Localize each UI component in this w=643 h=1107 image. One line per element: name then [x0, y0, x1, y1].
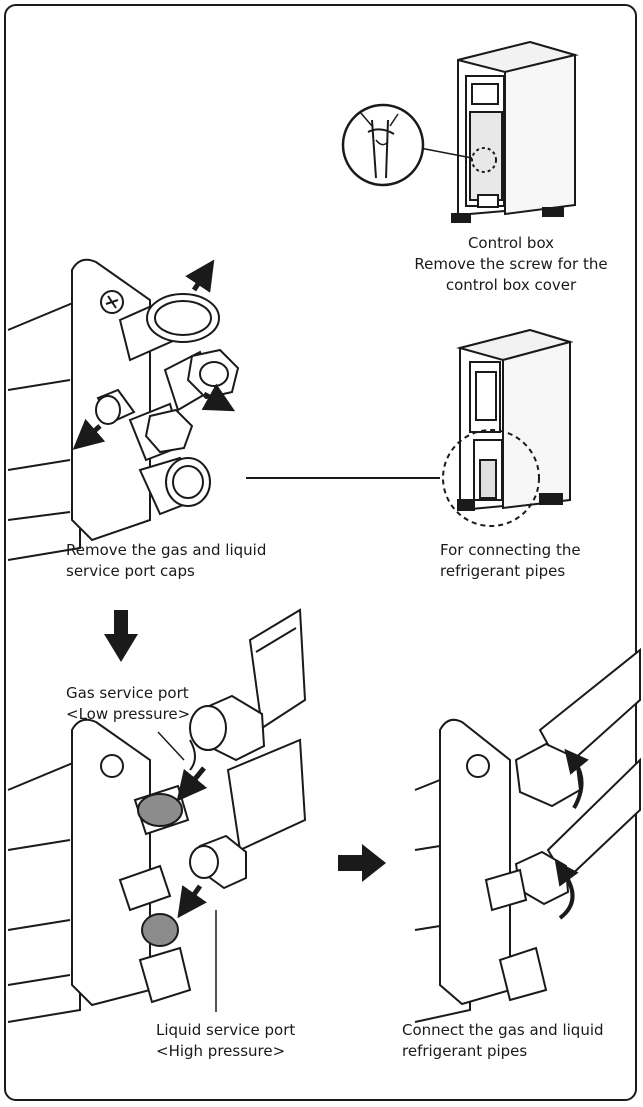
cap-removal-arrows — [72, 259, 236, 450]
caption-connecting-line2: refrigerant pipes — [440, 562, 566, 580]
caption-connecting-line1: For connecting the — [440, 541, 581, 559]
screwdriver-zoom-circle — [341, 103, 425, 187]
caption-liquid-port-line2: <High pressure> — [156, 1042, 286, 1060]
caption-remove-caps: Remove the gas and liquid service port c… — [66, 540, 266, 582]
caption-gas-service-port: Gas service port <Low pressure> — [66, 683, 190, 725]
valve-assembly-connected — [414, 647, 641, 1023]
caption-gas-port-line1: Gas service port — [66, 684, 189, 702]
caption-connect-line2: refrigerant pipes — [402, 1042, 528, 1060]
caption-control-box-title: Control box — [467, 234, 555, 252]
caption-connecting-pipes: For connecting the refrigerant pipes — [440, 540, 581, 582]
caption-connect-pipes: Connect the gas and liquid refrigerant p… — [402, 1020, 604, 1062]
caption-control-box-line1: Remove the screw for the — [414, 255, 608, 273]
outdoor-unit-top — [451, 40, 579, 223]
caption-liquid-port-line1: Liquid service port — [156, 1021, 296, 1039]
caption-remove-caps-line1: Remove the gas and liquid — [66, 541, 267, 559]
valve-assembly-ports — [7, 608, 307, 1023]
outdoor-unit-middle — [456, 328, 574, 512]
right-arrow — [338, 844, 386, 882]
caption-connect-line1: Connect the gas and liquid — [402, 1021, 604, 1039]
port-connect-arrows — [176, 766, 208, 919]
screw-highlight — [471, 147, 497, 173]
tighten-arrows — [554, 748, 589, 920]
valve-assembly-caps — [7, 258, 240, 561]
down-arrow — [104, 610, 138, 662]
caption-control-box-line2: control box cover — [445, 276, 577, 294]
caption-gas-port-line2: <Low pressure> — [66, 705, 191, 723]
pipe-area-highlight — [442, 429, 540, 527]
zoom-leader-line — [419, 147, 473, 159]
caption-control-box: Control box Remove the screw for the con… — [400, 233, 622, 296]
gas-port-leader — [157, 731, 185, 761]
caption-remove-caps-line2: service port caps — [66, 562, 195, 580]
caption-liquid-service-port: Liquid service port <High pressure> — [156, 1020, 295, 1062]
